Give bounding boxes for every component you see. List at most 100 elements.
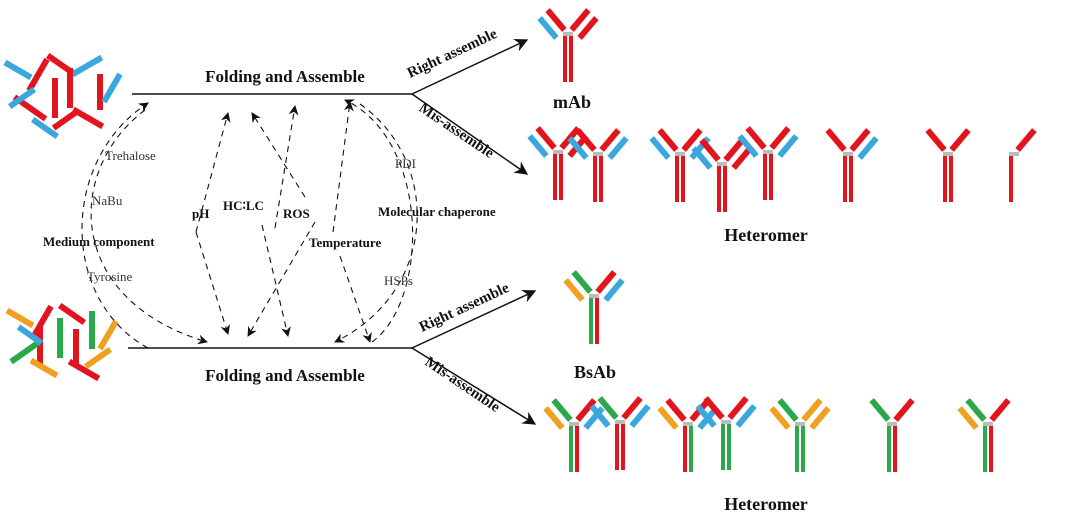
bottom-heteromer-1: [543, 398, 605, 472]
antibody-left-light-arm: [649, 136, 671, 160]
bottom-mis-assemble-arrow: [411, 347, 537, 425]
antibody-right-heavy-arm: [893, 398, 915, 422]
antibody-left-stem: [569, 426, 573, 472]
ros-label: ROS: [283, 206, 310, 221]
chain-pool-bottom-bar: [57, 318, 63, 358]
antibody-left-light-arm: [589, 404, 611, 428]
antibody-left-light-arm: [769, 406, 791, 430]
antibody-left-stem: [843, 156, 847, 202]
hsps-label: HSPs: [384, 273, 413, 288]
hclc-arrow-up: [274, 105, 299, 229]
chain-pool-bottom-bar: [30, 304, 54, 340]
antibody-left-light-arm: [527, 134, 549, 158]
antibody-left-light-arm: [695, 404, 717, 428]
chain-pool-bottom-bar: [5, 307, 35, 329]
antibody-left-heavy-arm: [575, 128, 597, 152]
antibody-right-light-arm: [809, 406, 831, 430]
hc-lc-label: HC∶LC: [223, 198, 264, 213]
antibody-right-light-arm: [777, 134, 799, 158]
bsab-label: BsAb: [574, 362, 616, 382]
nabu-label: NaBu: [92, 193, 123, 208]
top-heteromer-label: Heteromer: [724, 225, 808, 245]
chain-pool-bottom-bar: [97, 319, 119, 351]
antibody-right-stem: [769, 154, 773, 200]
antibody-left-heavy-arm: [699, 138, 721, 162]
antibody-right-heavy-arm: [989, 398, 1011, 422]
chain-pool-bottom-bar: [83, 346, 113, 370]
antibody-hinge: [983, 422, 993, 426]
antibody-hinge: [795, 422, 805, 426]
antibody-right-heavy-arm: [681, 128, 703, 152]
antibody-left-heavy-arm: [825, 128, 847, 152]
medium-component-label: Medium component: [43, 234, 155, 249]
antibody-right-stem: [575, 426, 579, 472]
antibody-left-stem: [943, 156, 947, 202]
antibody-right-heavy-arm: [949, 128, 971, 152]
chain-pool-top: [3, 52, 123, 140]
antibody-left-light-arm: [543, 406, 565, 430]
antibody-right-light-arm: [603, 278, 625, 302]
antibody-right-light-arm: [857, 136, 879, 160]
bottom-mis-assemble-label: Mis-assemble: [422, 354, 503, 416]
antibody-right-light-arm: [577, 16, 599, 40]
top-heteromer-5: [737, 126, 799, 200]
antibody-left-stem: [795, 426, 799, 472]
bottom-heteromer-7: [957, 398, 1011, 472]
chain-pool-bottom-bar: [89, 311, 95, 349]
antibody-right-heavy-arm: [801, 398, 823, 422]
antibody-left-heavy-arm: [571, 270, 593, 294]
bottom-heteromer-4: [695, 396, 757, 470]
antibody-left-heavy-arm: [745, 126, 767, 150]
pdi-label: PDI: [395, 156, 416, 171]
chain-pool-bottom-bar: [73, 329, 79, 367]
antibody-right-heavy-arm: [595, 270, 617, 294]
antibody-figures: [527, 8, 1037, 472]
antibody-right-stem: [559, 154, 563, 200]
bottom-heteromer-3: [657, 398, 719, 472]
antibody-hinge: [553, 150, 563, 154]
antibody-left-stem: [717, 166, 721, 212]
antibody-hinge: [763, 150, 773, 154]
antibody-left-light-arm: [657, 406, 679, 430]
antibody-right-stem: [989, 426, 993, 472]
mab-antibody: [537, 8, 599, 82]
chain-pool-top-bar: [3, 59, 33, 81]
trehalose-label: Trehalose: [105, 148, 156, 163]
antibody-right-stem: [689, 426, 693, 472]
top-path-label: Folding and Assemble: [205, 67, 365, 86]
molecular-chaperone-label: Molecular chaperone: [378, 204, 496, 219]
chain-pool-top-bar: [97, 74, 103, 110]
chain-pool-top-bar: [51, 109, 79, 131]
bottom-heteromer-2: [589, 396, 651, 470]
antibody-left-stem: [615, 424, 619, 470]
bottom-heteromer-label: Heteromer: [724, 494, 808, 514]
chain-pool-bottom-bar: [57, 302, 87, 326]
antibody-right-stem: [599, 156, 603, 202]
antibody-right-light-arm: [735, 404, 757, 428]
antibody-hinge: [843, 152, 853, 156]
antibody-left-heavy-arm: [925, 128, 947, 152]
chain-pool-top-bar: [101, 72, 123, 104]
antibody-right-stem: [595, 298, 599, 344]
chain-pool-top-bar: [70, 54, 104, 78]
antibody-right-heavy-arm: [575, 398, 597, 422]
antibody-right-light-arm: [607, 136, 629, 160]
antibody-left-light-arm: [957, 406, 979, 430]
top-heteromer-8: [1009, 128, 1037, 202]
antibody-hinge: [569, 422, 579, 426]
chain-pool-bottom-bar: [29, 357, 59, 379]
antibody-right-heavy-arm: [723, 138, 745, 162]
antibody-left-light-arm: [563, 278, 585, 302]
top-heteromer-6: [825, 128, 879, 202]
bottom-heteromer-6: [869, 398, 915, 472]
antibody-right-heavy-arm: [599, 128, 621, 152]
antibody-right-heavy-arm: [1015, 128, 1037, 152]
antibody-hinge: [1009, 152, 1019, 156]
antibody-left-heavy-arm: [551, 398, 573, 422]
chain-pool-top-bar: [67, 68, 73, 108]
antibody-left-heavy-arm: [703, 396, 725, 420]
top-right-assemble-label: Right assemble: [405, 26, 500, 82]
chain-pool-bottom-bar: [9, 339, 41, 365]
antibody-hinge: [943, 152, 953, 156]
